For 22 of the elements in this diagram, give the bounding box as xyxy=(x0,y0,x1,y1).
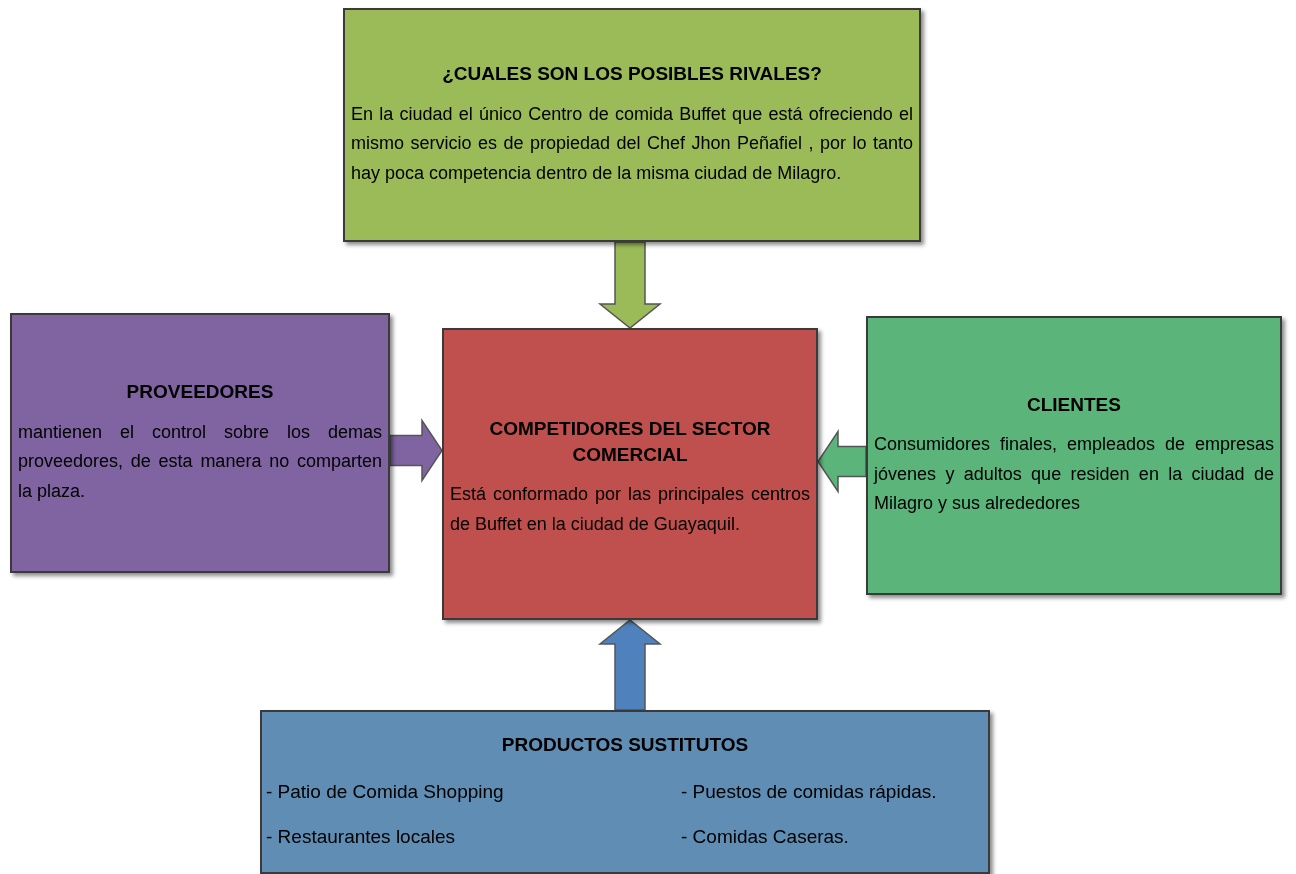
block-arrow xyxy=(817,429,867,494)
list-item: - Puestos de comidas rápidas. xyxy=(680,780,938,805)
text-box xyxy=(10,313,390,573)
list-item: - Comidas Caseras. xyxy=(680,824,850,849)
text-box xyxy=(866,316,1282,595)
box-heading: ¿CUALES SON LOS POSIBLES RIVALES? xyxy=(441,62,823,87)
box-description: Consumidores finales, empleados de empresas jóvenes y adultos que residen en la ciudad de Milagro y sus alrededores xyxy=(872,433,1275,516)
block-arrow xyxy=(597,619,663,711)
box-heading: CLIENTES xyxy=(1026,392,1122,417)
block-arrow xyxy=(389,418,443,483)
list-item: - Restaurantes locales xyxy=(265,824,457,849)
box-description: En la ciudad el único Centro de comida Buffet que está ofreciendo el mismo servicio es de propiedad del Chef Jhon Peñafiel , por lo tanto hay poca competencia dentro de la misma ciudad de Milagro. xyxy=(350,102,914,185)
text-box xyxy=(442,328,818,620)
box-heading: PROVEEDORES xyxy=(125,380,275,405)
box-heading: COMPETIDORES DEL SECTOR COMERCIAL xyxy=(488,417,772,468)
block-arrow xyxy=(597,241,663,329)
box-heading: PRODUCTOS SUSTITUTOS xyxy=(500,733,750,757)
box-description: mantienen el control sobre los demas proveedores, de esta manera no comparten la plaza. xyxy=(17,420,383,503)
text-box xyxy=(343,8,921,242)
box-description: Está conformado por las principales centros de Buffet en la ciudad de Guayaquil. xyxy=(449,483,811,537)
list-item: - Patio de Comida Shopping xyxy=(265,780,505,805)
text-box xyxy=(260,710,990,874)
